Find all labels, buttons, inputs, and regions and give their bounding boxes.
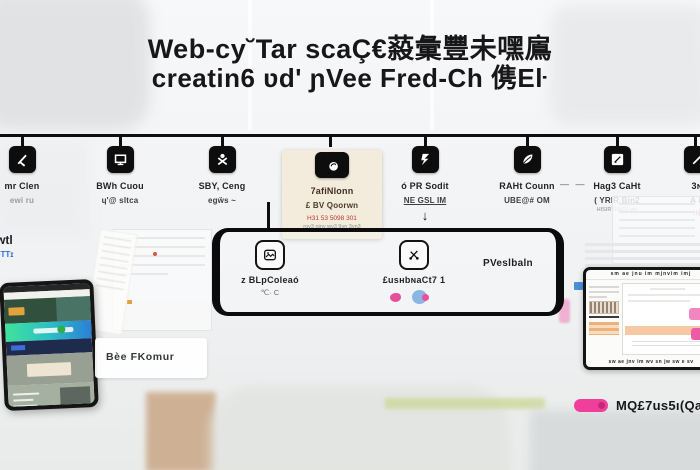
tablet-footer-section bbox=[7, 382, 96, 411]
timeline-tick bbox=[616, 137, 619, 147]
bolt-icon bbox=[411, 146, 439, 173]
tablet-banner-pill bbox=[33, 326, 74, 334]
browser-sidebar bbox=[589, 283, 619, 355]
camera-icon bbox=[315, 152, 349, 178]
tablet-navy-accent bbox=[10, 345, 26, 351]
tablet-hero-image bbox=[55, 296, 91, 322]
wireframe-red-dot bbox=[153, 252, 157, 256]
browser-titlebar: sm ae jnu im mjnvim imj bbox=[586, 270, 700, 280]
orange-striped-block bbox=[589, 322, 619, 335]
left-edge-note-blue: ʖTTɪ bbox=[0, 250, 14, 259]
process-right-label: PVeslbaln bbox=[483, 258, 533, 269]
timeline-item-note2: rov3 njny wv3 9vn 3vn3 bbox=[303, 224, 361, 230]
process-step-dots bbox=[366, 289, 462, 305]
process-step-label: £usʜbɴaCt7 1 bbox=[382, 275, 446, 285]
tablet-orange-button bbox=[8, 307, 25, 316]
process-step: z BLpColeaó ℃· C bbox=[222, 240, 318, 297]
timeline-item: RAHt Counn UBE@# OM bbox=[481, 146, 573, 206]
timeline-tick bbox=[21, 137, 24, 147]
pen-icon bbox=[683, 146, 700, 173]
timeline-item-label: ó PR Sodit bbox=[401, 181, 449, 191]
person-icon bbox=[208, 146, 236, 173]
tools-icon bbox=[399, 240, 429, 270]
timeline-item-note: H31 53 5098 301 bbox=[307, 215, 357, 222]
blue-tag bbox=[574, 282, 583, 290]
timeline-item-sub: egẅs ~ bbox=[207, 196, 237, 205]
tablet-text-line bbox=[13, 404, 38, 408]
background-desk-front bbox=[530, 410, 700, 470]
timeline-item-sub: ɥ'@ sltca bbox=[101, 196, 139, 205]
timeline-item-label: Hag3 CaHt bbox=[593, 181, 641, 191]
timeline-tick bbox=[119, 137, 122, 147]
timeline-item-sub: £ BV Qoorwn bbox=[305, 201, 359, 210]
timeline-tick bbox=[221, 137, 224, 147]
left-edge-note: wtl bbox=[0, 233, 13, 247]
background-furniture-blob-topleft bbox=[0, 0, 150, 130]
sidebar-underline bbox=[589, 316, 619, 318]
pink-pill-marker bbox=[574, 399, 608, 412]
tablet-text-line bbox=[13, 392, 40, 396]
timeline-item: BWh Cuou ɥ'@ sltca bbox=[74, 146, 166, 206]
title-line2: creatin6 ʋd' ɲVee Fred-Ch 㑺Eŀ bbox=[151, 63, 549, 93]
tablet-footer-image bbox=[59, 386, 91, 406]
background-desk-wood bbox=[146, 392, 216, 470]
timeline-axis bbox=[0, 134, 700, 137]
timeline-item-sub: UBE@# OM bbox=[504, 196, 550, 205]
timeline-item: ó PR Sodit NE GSL IM ↓ bbox=[379, 146, 471, 223]
process-step: £usʜbɴaCt7 1 bbox=[366, 240, 462, 305]
leaf-icon bbox=[513, 146, 541, 173]
pink-button bbox=[691, 328, 700, 340]
pink-button bbox=[689, 308, 700, 320]
timeline-item-card: 7afiNlonn £ BV Qoorwn H31 53 5098 301 ro… bbox=[282, 150, 382, 239]
timeline-tick bbox=[526, 137, 529, 147]
timeline-item-sub: ewi ru bbox=[9, 196, 35, 205]
pencil-icon bbox=[603, 146, 631, 173]
background-window-mullion bbox=[430, 0, 434, 130]
base-label-card: Bèe FKomur bbox=[95, 338, 207, 378]
browser-body bbox=[586, 280, 700, 358]
timeline-dashes: — — bbox=[560, 179, 587, 189]
browser-form-panel bbox=[622, 283, 700, 355]
timeline-item-label: SBY, Ceng bbox=[198, 181, 246, 191]
title-line1: Web-cy˘Tar scaÇ€蔱彙豐未嘿鳸 bbox=[147, 34, 553, 64]
timeline-tick bbox=[424, 137, 427, 147]
timeline-item-label: BWh Cuou bbox=[96, 181, 144, 191]
barcode-image bbox=[589, 301, 619, 314]
background-monitor-blob-topright bbox=[550, 5, 700, 125]
timeline-item-label: mr Clen bbox=[4, 181, 40, 191]
tablet-photo-section bbox=[6, 352, 94, 386]
timeline-tick bbox=[694, 137, 697, 147]
tablet-cream-box bbox=[26, 362, 72, 377]
browser-mockup: sm ae jnu im mjnvim imj sw ae jnv im wv … bbox=[583, 267, 700, 370]
pink-dot bbox=[390, 293, 401, 302]
background-keyboard-strip bbox=[385, 398, 545, 409]
tablet-text-line bbox=[13, 398, 34, 402]
background-window-mullion bbox=[248, 0, 252, 130]
timeline-item-label: RAHt Counn bbox=[499, 181, 555, 191]
timeline-item-label: 3ɴ bbox=[691, 181, 700, 191]
timeline-item: mr Clen ewi ru bbox=[0, 146, 68, 206]
browser-bottom-text: sw ae jnv im wv sn jw sw e sv bbox=[608, 359, 694, 365]
pink-smudge bbox=[559, 299, 570, 323]
timeline-item-label: 7afiNlonn bbox=[310, 186, 354, 196]
timeline-item: SBY, Ceng egẅs ~ bbox=[176, 146, 268, 206]
timeline-tick bbox=[329, 137, 332, 147]
browser-caption: MQ£7us5ı(Qat bbox=[616, 398, 700, 413]
tablet-banner-logo bbox=[57, 325, 66, 334]
base-label: Bèe FKomur bbox=[106, 351, 175, 363]
background-toolbar-rows bbox=[585, 239, 700, 267]
down-arrow: ↓ bbox=[421, 208, 429, 223]
timeline-item-sub: NE GSL IM bbox=[403, 196, 447, 205]
brush-icon bbox=[8, 146, 36, 173]
blue-dot bbox=[412, 290, 429, 304]
image-icon bbox=[255, 240, 285, 270]
salmon-row bbox=[625, 326, 700, 335]
process-step-sub: ℃· C bbox=[260, 288, 280, 297]
wireframe-orange-dot bbox=[127, 300, 132, 304]
bracket-connector-line bbox=[267, 202, 270, 230]
monitor-icon bbox=[106, 146, 134, 173]
process-step-label: z BLpColeaó bbox=[241, 275, 299, 285]
tablet-mockup bbox=[0, 279, 99, 411]
